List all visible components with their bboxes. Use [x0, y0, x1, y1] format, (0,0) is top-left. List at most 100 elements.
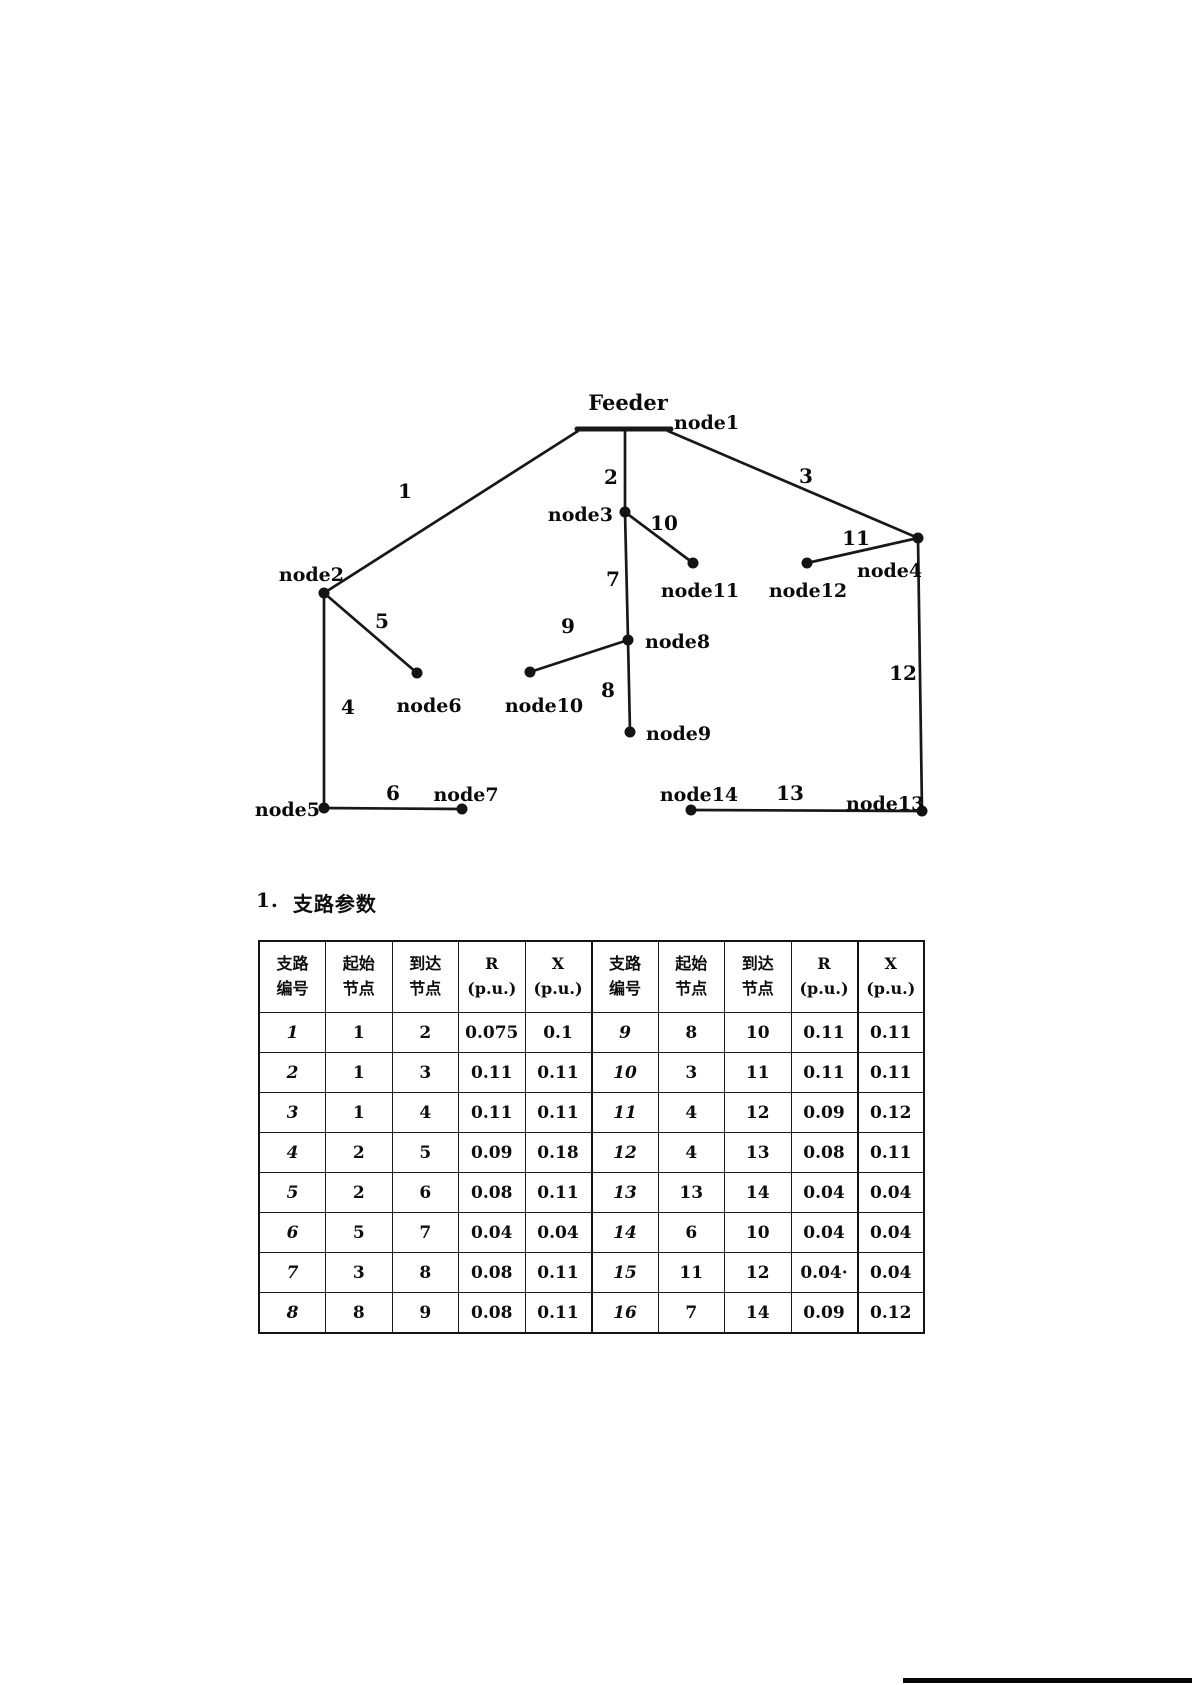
start-node-cell: 1 — [325, 1052, 393, 1093]
end-node-cell: 7 — [391, 1212, 459, 1253]
header-line: 编号 — [276, 979, 309, 998]
start-node-cell: 8 — [657, 1012, 725, 1053]
node10-label: node10 — [505, 695, 583, 717]
header-line: R — [485, 954, 499, 974]
node11-label: node11 — [661, 580, 739, 602]
x-cell: 0.04 — [524, 1212, 592, 1253]
start-node-cell: 4 — [657, 1092, 725, 1133]
branch-line-1 — [322, 429, 580, 595]
branch-label-7: 7 — [606, 567, 620, 591]
r-cell: 0.08 — [790, 1132, 858, 1173]
header-line: 起始 — [675, 954, 708, 974]
r-cell: 0.04· — [790, 1252, 858, 1293]
section-heading: 1. 支路参数 — [256, 888, 377, 917]
header-line: R — [817, 954, 831, 974]
branch-no-cell: 5 — [258, 1172, 326, 1213]
start-node-cell: 8 — [325, 1292, 393, 1334]
branch-no-cell: 14 — [590, 1212, 659, 1253]
branch-no-cell: 1 — [258, 1012, 326, 1053]
branch-line-7 — [623, 510, 630, 642]
start-node-cell: 2 — [325, 1132, 393, 1173]
node9-label: node9 — [646, 723, 711, 745]
header-line: (p.u.) — [467, 979, 517, 998]
x-cell: 0.04 — [856, 1172, 925, 1213]
start-node-cell: 1 — [325, 1092, 393, 1133]
branch-label-10: 10 — [650, 511, 678, 535]
r-cell: 0.09 — [790, 1092, 858, 1133]
branch-label-4: 4 — [341, 695, 355, 719]
end-node-cell: 4 — [391, 1092, 459, 1133]
page-edge-artifact — [903, 1678, 1192, 1683]
branch-no-cell: 16 — [590, 1292, 659, 1334]
start-node-cell: 6 — [657, 1212, 725, 1253]
branch-no-cell: 13 — [590, 1172, 659, 1213]
r-cell: 0.11 — [790, 1012, 858, 1053]
x-cell: 0.11 — [524, 1172, 592, 1213]
header-row: 支路编号 起始节点 到达节点 R(p.u.) X(p.u.) 支路编号 起始节点… — [258, 940, 925, 1013]
table-row: 6 5 7 0.04 0.04 14 6 10 0.04 0.04 — [258, 1212, 925, 1253]
start-node-cell: 3 — [657, 1052, 725, 1093]
node1-label: node1 — [674, 412, 739, 434]
end-node-cell: 12 — [724, 1092, 792, 1133]
r-cell: 0.11 — [790, 1052, 858, 1093]
x-cell: 0.11 — [524, 1292, 592, 1334]
r-cell: 0.04 — [458, 1212, 526, 1253]
node3-label: node3 — [548, 504, 613, 526]
col-header-end-node: 到达节点 — [724, 940, 792, 1013]
end-node-cell: 14 — [724, 1292, 792, 1334]
section-title: 支路参数 — [292, 892, 377, 916]
node2-dot — [318, 587, 330, 599]
node14-label: node14 — [660, 784, 738, 806]
r-cell: 0.09 — [790, 1292, 858, 1334]
branch-line-12 — [916, 536, 924, 813]
node5-label: node5 — [255, 799, 320, 821]
col-header-r: R (p.u.) — [458, 940, 526, 1013]
node11-dot — [687, 557, 699, 569]
header-line: 到达 — [409, 954, 442, 974]
branch-label-1: 1 — [398, 479, 412, 503]
branch-label-9: 9 — [561, 614, 575, 638]
node3-dot — [619, 506, 631, 518]
branch-line-13 — [689, 808, 924, 813]
table-row: 5 2 6 0.08 0.11 13 13 14 0.04 0.04 — [258, 1172, 925, 1213]
x-cell: 0.12 — [856, 1292, 925, 1334]
branch-label-6: 6 — [386, 781, 400, 805]
end-node-cell: 9 — [391, 1292, 459, 1334]
col-header-x: X(p.u.) — [524, 940, 592, 1013]
col-header-end-node: 到达节点 — [391, 940, 459, 1013]
branch-no-cell: 9 — [590, 1012, 659, 1053]
node8-dot — [622, 634, 634, 646]
start-node-cell: 11 — [657, 1252, 725, 1293]
end-node-cell: 13 — [724, 1132, 792, 1173]
header-line: 节点 — [675, 979, 708, 998]
end-node-cell: 2 — [391, 1012, 459, 1053]
node5-dot — [318, 802, 330, 814]
r-cell: 0.11 — [458, 1092, 526, 1133]
r-cell: 0.04 — [790, 1172, 858, 1213]
x-cell: 0.11 — [524, 1052, 592, 1093]
header-line: 起始 — [342, 954, 375, 974]
header-line: 到达 — [741, 954, 774, 974]
branch-no-cell: 6 — [258, 1212, 326, 1253]
branch-no-cell: 2 — [258, 1052, 326, 1093]
branch-label-3: 3 — [799, 464, 813, 488]
branch-label-5: 5 — [375, 609, 389, 633]
table-row: 7 3 8 0.08 0.11 15 11 12 0.04· 0.04 — [258, 1252, 925, 1293]
branch-parameters-table: 支路编号 起始节点 到达节点 R(p.u.) X(p.u.) 支路编号 起始节点… — [258, 940, 925, 1334]
branch-no-cell: 10 — [590, 1052, 659, 1093]
r-cell: 0.11 — [458, 1052, 526, 1093]
col-header-branch-no: 支路编号 — [258, 940, 326, 1013]
branch-no-cell: 7 — [258, 1252, 326, 1293]
branch-line-9 — [528, 638, 630, 674]
node12-dot — [801, 557, 813, 569]
start-node-cell: 13 — [657, 1172, 725, 1213]
node4-label: node4 — [857, 560, 922, 582]
col-header-r: R(p.u.) — [790, 940, 858, 1013]
branch-line-10 — [623, 510, 695, 565]
x-cell: 0.1 — [524, 1012, 592, 1053]
header-line: 节点 — [342, 979, 375, 998]
x-cell: 0.11 — [524, 1092, 592, 1133]
x-cell: 0.11 — [856, 1012, 925, 1053]
